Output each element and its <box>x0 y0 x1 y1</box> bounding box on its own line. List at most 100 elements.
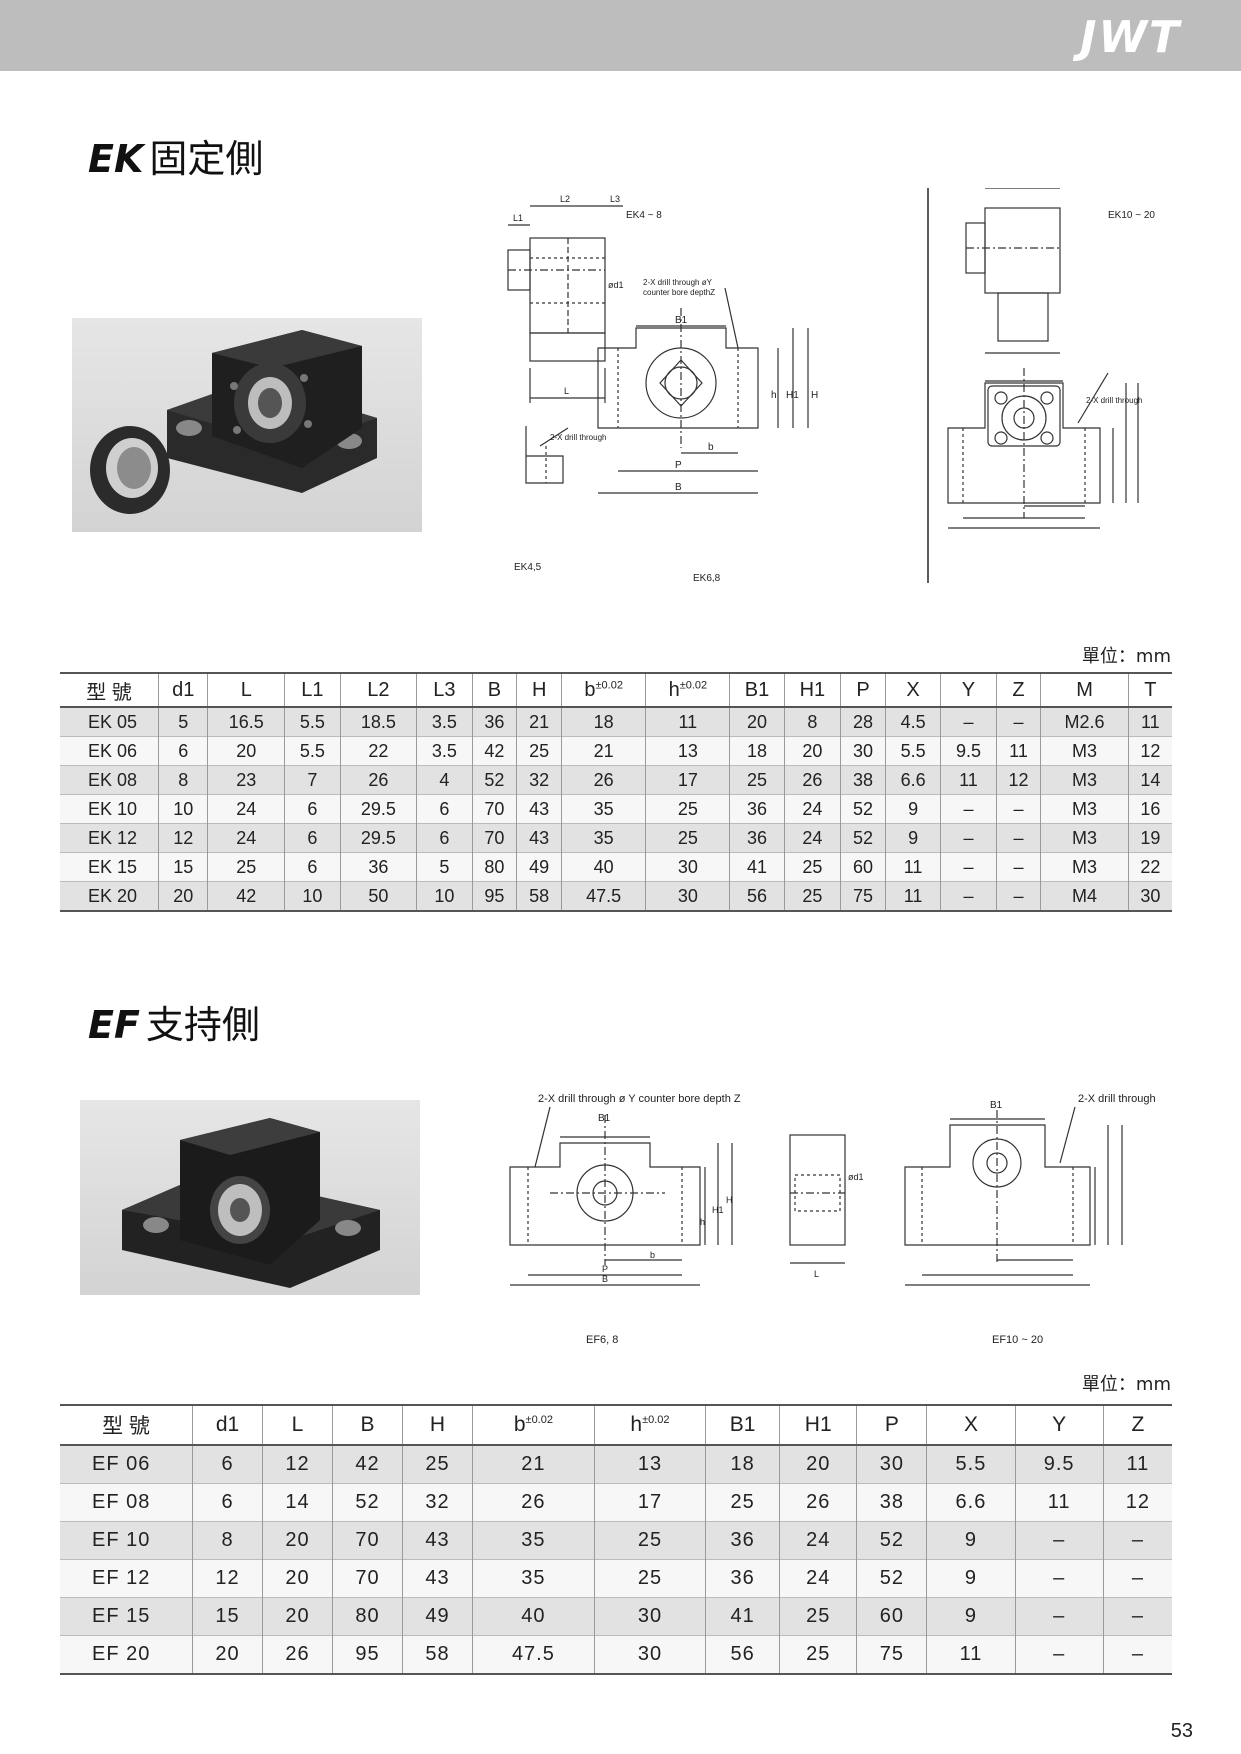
ek-product-photo <box>72 318 422 532</box>
table-cell: 28 <box>840 707 886 737</box>
table-cell: – <box>1102 1521 1172 1560</box>
table-cell: 12 <box>157 823 208 853</box>
table-cell: – <box>940 852 997 882</box>
table-cell: 42 <box>332 1445 403 1484</box>
col-header-small-h: h±0.02 <box>593 1405 706 1445</box>
table-cell: 13 <box>645 736 730 766</box>
model-cell: EF 12 <box>60 1559 193 1598</box>
table-cell: 6.6 <box>926 1483 1016 1522</box>
table-cell: 42 <box>207 881 285 911</box>
table-cell: 7 <box>284 765 341 795</box>
table-cell: – <box>995 881 1041 911</box>
col-header-y: Y <box>940 673 997 707</box>
table-cell: 6 <box>284 794 341 824</box>
model-cell: EK 05 <box>60 707 159 737</box>
table-cell: 5 <box>157 707 208 737</box>
table-cell: 5.5 <box>284 707 341 737</box>
table-cell: 52 <box>856 1521 927 1560</box>
table-cell: 12 <box>1102 1483 1172 1522</box>
table-cell: 16.5 <box>207 707 285 737</box>
table-cell: 14 <box>1127 765 1172 795</box>
table-cell: – <box>995 852 1041 882</box>
ek-label-l2: L2 <box>560 194 570 204</box>
table-cell: 25 <box>783 852 841 882</box>
col-header-model: 型 號 <box>60 673 159 707</box>
table-cell: 11 <box>884 852 941 882</box>
table-cell: 11 <box>940 765 997 795</box>
ek-label-h: h <box>771 390 777 401</box>
model-cell: EF 20 <box>60 1635 193 1674</box>
table-cell: 47.5 <box>472 1635 595 1674</box>
ef-title-code: EF <box>88 1003 140 1047</box>
ef-spec-table: 型 號 d1 L B H b±0.02 h±0.02 B1 H1 P X Y Z… <box>60 1404 1172 1675</box>
model-cell: EK 12 <box>60 823 159 853</box>
ef-label-l: L <box>814 1269 819 1279</box>
table-header-row: 型 號 d1 L B H b±0.02 h±0.02 B1 H1 P X Y Z <box>60 1405 1172 1445</box>
table-cell: 4 <box>416 765 473 795</box>
table-cell: 80 <box>471 852 517 882</box>
col-header-l: L <box>207 673 285 707</box>
model-cell: EF 06 <box>60 1445 193 1484</box>
table-cell: 11 <box>926 1635 1016 1674</box>
table-cell: 11 <box>995 736 1041 766</box>
table-cell: 3.5 <box>416 736 473 766</box>
col-header-m: M <box>1040 673 1129 707</box>
table-cell: 15 <box>157 852 208 882</box>
ef-label-drill-bore: 2-X drill through ø Y counter bore depth… <box>538 1093 741 1105</box>
ek-label-big-h: H <box>811 390 818 401</box>
table-cell: 29.5 <box>339 794 417 824</box>
table-cell: – <box>940 881 997 911</box>
table-cell: 17 <box>645 765 730 795</box>
ek-label-d1: ød1 <box>608 280 624 290</box>
table-cell: 60 <box>856 1597 927 1636</box>
col-header-b1: B1 <box>729 673 785 707</box>
ef-label-p: P <box>602 1264 608 1274</box>
col-header-h1: H1 <box>779 1405 857 1445</box>
table-cell: 17 <box>593 1483 706 1522</box>
table-cell: 25 <box>779 1597 857 1636</box>
model-cell: EF 15 <box>60 1597 193 1636</box>
table-cell: 20 <box>192 1635 263 1674</box>
ef-label-ef68: EF6, 8 <box>586 1334 618 1346</box>
table-cell: 6 <box>284 823 341 853</box>
table-cell: 8 <box>157 765 208 795</box>
table-cell: 40 <box>561 852 646 882</box>
table-cell: 42 <box>471 736 517 766</box>
table-cell: 26 <box>262 1635 333 1674</box>
table-cell: 20 <box>779 1445 857 1484</box>
table-cell: 18 <box>705 1445 780 1484</box>
col-header-h: H <box>402 1405 473 1445</box>
table-cell: – <box>1014 1521 1104 1560</box>
col-header-p: P <box>840 673 886 707</box>
table-cell: 23 <box>207 765 285 795</box>
table-cell: 20 <box>157 881 208 911</box>
table-cell: 43 <box>402 1559 473 1598</box>
table-cell: 43 <box>516 794 562 824</box>
table-cell: 25 <box>779 1635 857 1674</box>
ef-label-big-h: H <box>726 1195 733 1205</box>
table-cell: 75 <box>840 881 886 911</box>
table-cell: 9 <box>926 1597 1016 1636</box>
table-cell: 52 <box>332 1483 403 1522</box>
table-cell: – <box>995 794 1041 824</box>
table-cell: 10 <box>416 881 473 911</box>
table-cell: 24 <box>207 794 285 824</box>
ek-technical-drawing: EK4 ~ 8 EK10 ~ 20 EK4,5 EK6,8 2-X drill … <box>507 188 1155 584</box>
table-cell: 8 <box>192 1521 263 1560</box>
table-cell: 75 <box>856 1635 927 1674</box>
model-cell: EK 20 <box>60 881 159 911</box>
col-header-b: B <box>332 1405 403 1445</box>
table-cell: 6 <box>192 1483 263 1522</box>
table-cell: 10 <box>284 881 341 911</box>
ef-technical-drawing: 2-X drill through ø Y counter bore depth… <box>509 1093 1156 1346</box>
table-cell: 26 <box>561 765 646 795</box>
table-cell: – <box>1102 1635 1172 1674</box>
table-cell: 35 <box>472 1559 595 1598</box>
table-cell: 4.5 <box>884 707 941 737</box>
table-cell: 70 <box>332 1559 403 1598</box>
